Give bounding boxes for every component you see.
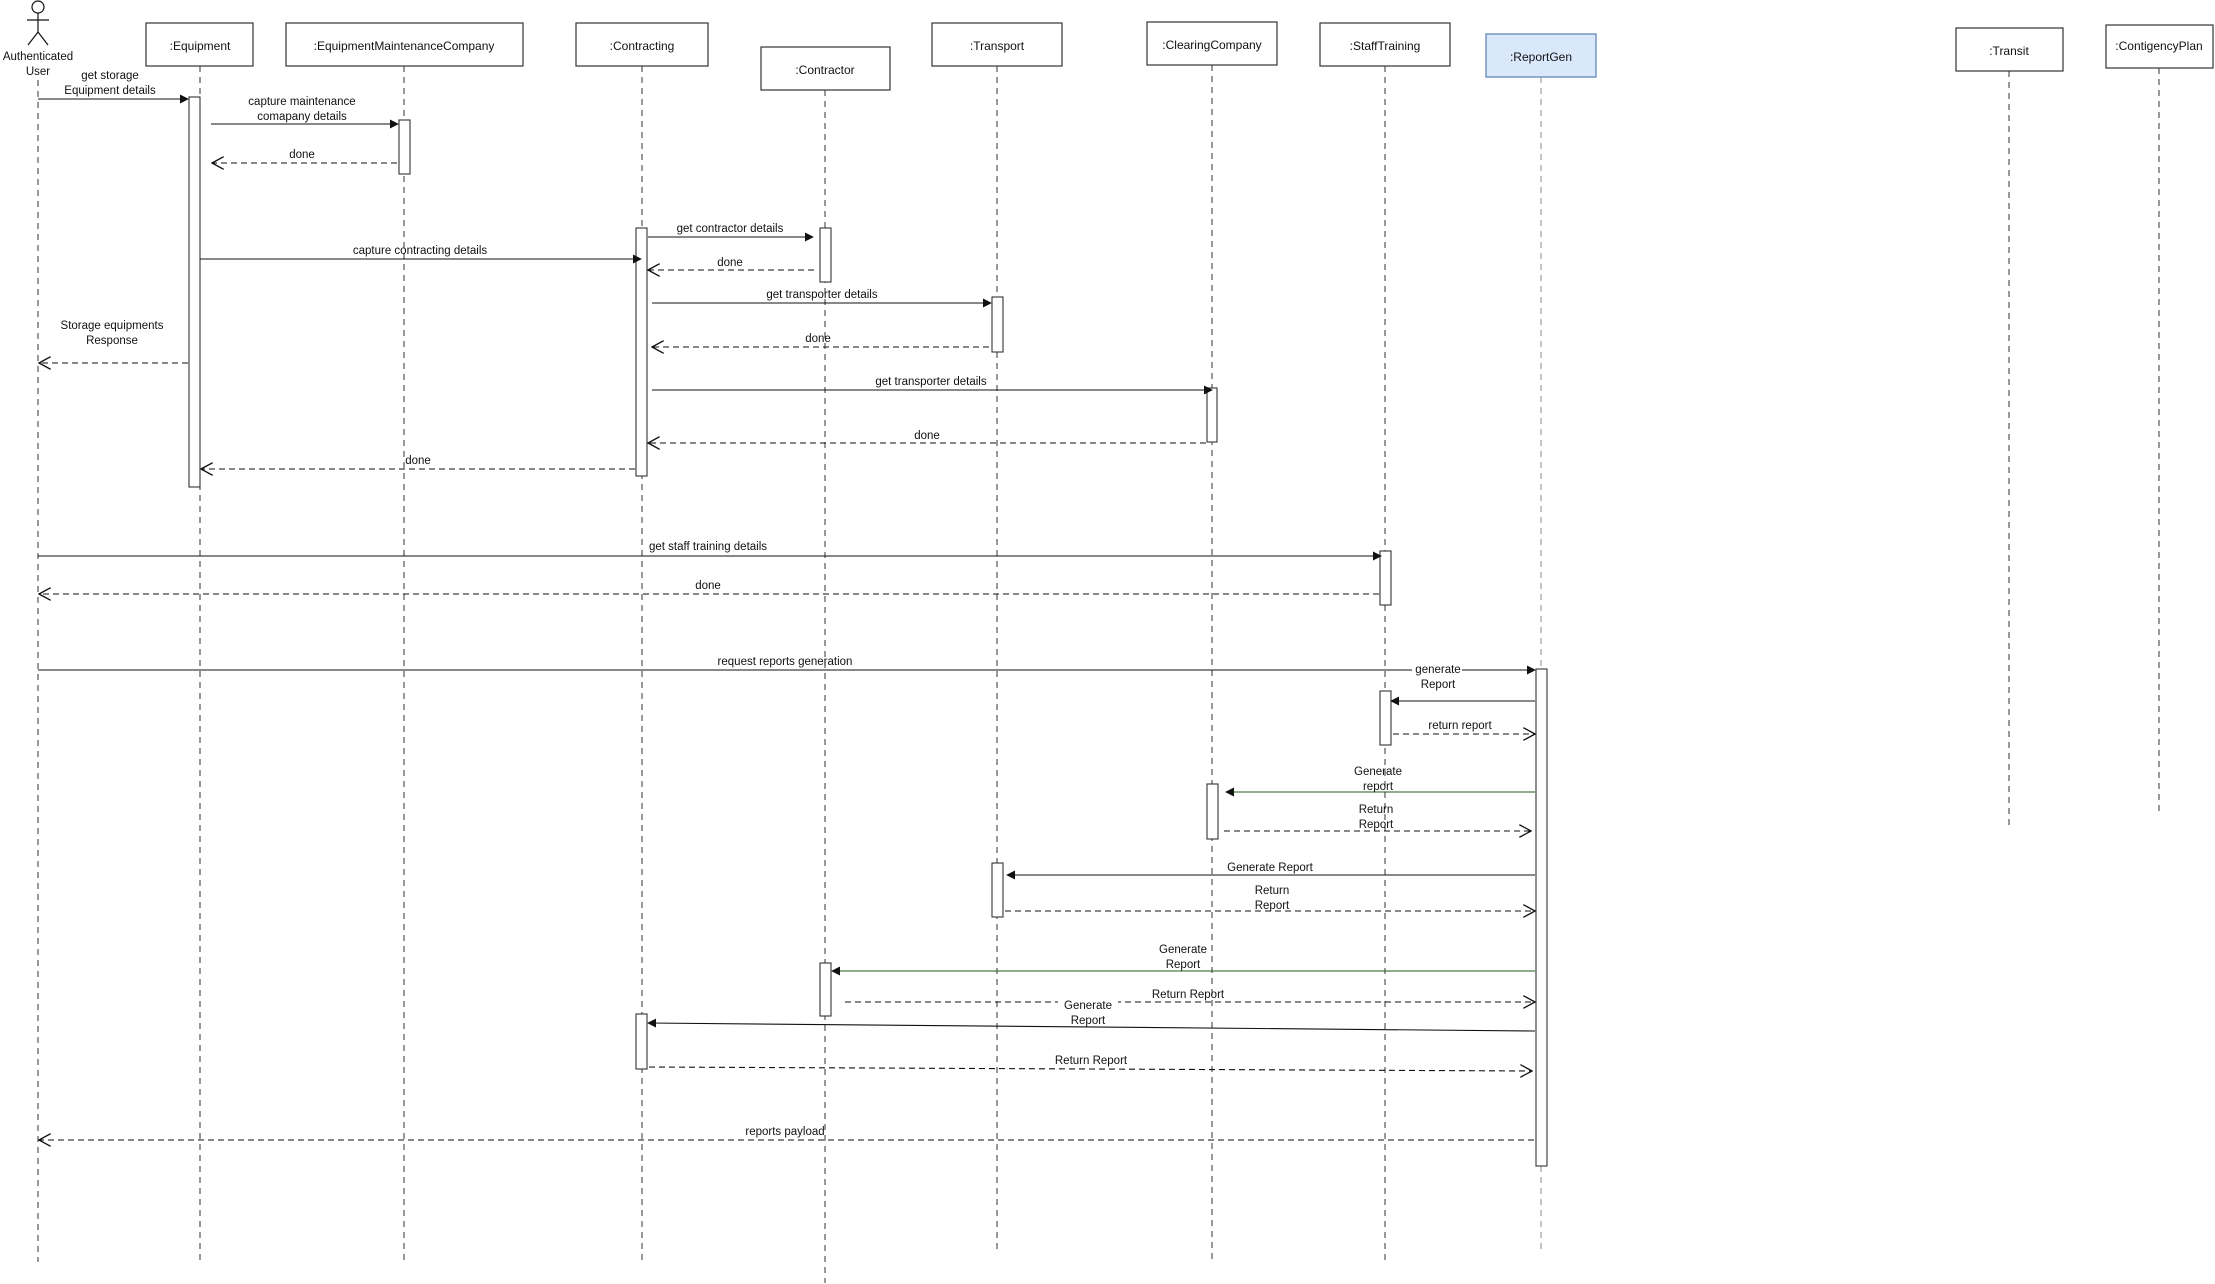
participant-box [145,22,254,67]
activation-bar-contractor [819,227,832,283]
message-label-line: Report [1255,900,1290,912]
message-label-done-staff: done [695,580,721,592]
activation-bar-reportgen [1535,668,1548,1167]
participant-box [1955,27,2064,72]
message-label-capture-maintenance: capture maintenance comapany details [248,96,355,123]
message-label-line: generate [1415,664,1460,676]
message-label-line: comapany details [257,111,347,123]
participant-label: :ReportGen [1510,50,1572,64]
participant-label: :Transit [1989,44,2029,58]
message-label-generate-report-clearing: Generate report [1354,766,1402,793]
message-label-line: capture maintenance [248,96,355,108]
participant-equipment: :Equipment [145,22,254,67]
actor-label-line-2: User [26,66,50,78]
message-label-get-transporter-details-2: get transporter details [875,376,986,388]
participant-box [575,22,709,67]
message-label-generate-report-transport: Generate Report [1227,862,1313,874]
participant-box [1485,33,1597,78]
message-label-line: Return [1359,804,1394,816]
participant-label: :Equipment [170,39,231,53]
message-label-line: Generate [1064,1000,1112,1012]
message-label-return-report-clearing: Return Report [1359,804,1394,831]
actor-label-line-1: Authenticated [3,51,73,63]
message-label-done-transport: done [805,333,831,345]
participant-contracting: :Contracting [575,22,709,67]
message-label-get-staff-training: get staff training details [649,541,767,553]
message-label-done-contracting: done [405,455,431,467]
message-label-done-clearing: done [914,430,940,442]
message-label-done-contractor: done [717,257,743,269]
message-label-done-emc: done [289,149,315,161]
activation-bar-staff [1379,550,1392,606]
message-label-request-reports: request reports generation [718,656,853,668]
participant-box [931,22,1063,67]
message-return-report-contracting [648,1067,1532,1071]
participant-box [1146,21,1278,66]
message-label-generate-report-contracting: Generate Report [1058,996,1118,1027]
message-label-line: Report [1166,959,1201,971]
message-label-line: report [1363,781,1394,793]
activation-bar-transport-2 [991,862,1004,918]
participant-label: :Contractor [795,63,854,77]
message-label-line: Storage equipments [61,320,164,332]
message-label-line: Report [1071,1015,1106,1027]
participant-label: :Transport [970,39,1025,53]
participant-label: :StaffTraining [1350,39,1421,53]
activation-bar-contracting-2 [635,1013,648,1070]
activation-bar-transport [991,296,1004,353]
activation-bar-clearing-2 [1206,783,1219,840]
message-generate-report-contracting [647,1018,1536,1032]
participant-label: :EquipmentMaintenanceCompany [314,39,495,53]
activation-bar-contracting [635,227,648,477]
stick-figure-icon [27,0,49,46]
message-label-get-contractor-details: get contractor details [677,223,784,235]
activation-bar-contractor-2 [819,962,832,1017]
message-label-line: get storage [81,70,139,82]
message-label-generate-report-staff: generate Report [1412,660,1462,691]
message-label-line: Response [86,335,138,347]
participant-box [285,22,524,67]
participant-label: :ContigencyPlan [2115,39,2202,53]
participant-equipment-maintenance-company: :EquipmentMaintenanceCompany [285,22,524,67]
activation-bar-clearing [1206,387,1218,443]
message-label-line: Report [1421,679,1456,691]
message-label-get-transporter-details: get transporter details [766,289,877,301]
participant-staff-training: :StaffTraining [1319,22,1451,67]
participant-transit: :Transit [1955,27,2064,72]
message-label-line: Generate [1354,766,1402,778]
participant-transport: :Transport [931,22,1063,67]
participant-report-gen: :ReportGen [1485,33,1597,78]
participant-box [1319,22,1451,67]
message-label-get-storage: get storage Equipment details [60,67,160,97]
message-label-return-report-staff: return report [1428,720,1492,732]
message-label-return-report-contractor: Return Report [1152,989,1225,1001]
message-label-line: Generate [1159,944,1207,956]
activation-bar-staff-2 [1379,690,1392,746]
message-label-line: Report [1359,819,1394,831]
participant-clearing-company: :ClearingCompany [1146,21,1278,66]
participant-box [2105,24,2214,69]
message-label-return-report-transport: Return Report [1255,885,1290,912]
actor-authenticated-user: Authenticated User [3,0,73,78]
participant-box [760,46,891,91]
message-label-reports-payload: reports payload [745,1126,824,1138]
activation-bar-emc [398,119,411,175]
activation-bar-equipment [188,96,201,488]
message-label-storage-response: Storage equipments Response [61,320,164,347]
message-label-line: Return [1255,885,1290,897]
message-label-line: Equipment details [64,85,156,97]
participant-contractor: :Contractor [760,46,891,91]
participant-label: :Contracting [610,39,675,53]
participant-contigency-plan: :ContigencyPlan [2105,24,2214,69]
message-label-return-report-contracting: Return Report [1055,1055,1128,1067]
message-label-capture-contracting: capture contracting details [353,245,487,257]
participant-label: :ClearingCompany [1162,38,1261,52]
message-label-generate-report-contractor: Generate Report [1159,944,1207,971]
